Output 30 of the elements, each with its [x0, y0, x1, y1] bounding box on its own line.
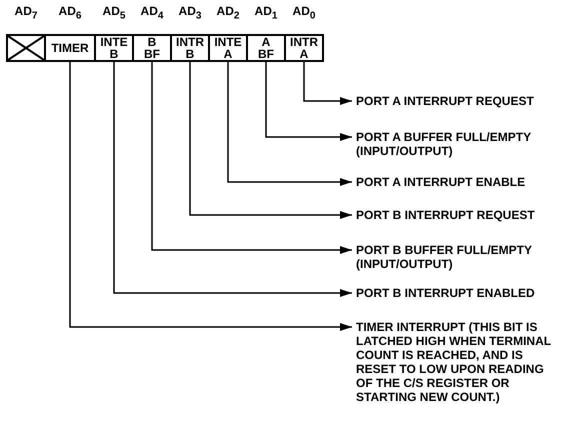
- bit-number-label: AD$_{7}$: [14, 4, 38, 22]
- bit-number-label: AD$_{3}$: [178, 4, 202, 22]
- register-bit-cell: B BF: [132, 34, 172, 62]
- bit-description: PORT B INTERRUPT ENABLED: [356, 286, 556, 300]
- bit-description: PORT B BUFFER FULL/EMPTY (INPUT/OUTPUT): [356, 243, 556, 271]
- leader-arrow: [151, 62, 352, 254]
- bit-description: PORT A BUFFER FULL/EMPTY (INPUT/OUTPUT): [356, 130, 556, 158]
- leader-arrow: [227, 62, 352, 186]
- register-bit-cell: INTR B: [170, 34, 210, 62]
- bit-description: PORT A INTERRUPT ENABLE: [356, 175, 556, 189]
- bit-number-label: AD$_{6}$: [58, 4, 82, 22]
- leader-arrow: [303, 62, 352, 105]
- leader-arrow: [113, 62, 352, 297]
- bit-number-label: AD$_{2}$: [216, 4, 240, 22]
- leader-arrow: [189, 62, 352, 219]
- register-bit-cell: INTE B: [94, 34, 134, 62]
- bit-number-label: AD$_{5}$: [102, 4, 126, 22]
- register-bit-cell: INTE A: [208, 34, 248, 62]
- bit-number-label: AD$_{1}$: [254, 4, 278, 22]
- unused-bit-cell: [6, 34, 46, 62]
- register-bit-cell: TIMER: [44, 34, 96, 62]
- register-bit-cell: A BF: [246, 34, 286, 62]
- bit-description: PORT B INTERRUPT REQUEST: [356, 208, 556, 222]
- bit-description: TIMER INTERRUPT (THIS BIT IS LATCHED HIGH WHEN TERMINAL COUNT IS REACHED, AND IS RESET TO LOW UPON READING OF THE C/S REGISTER OR STARTING NEW COUNT.): [356, 320, 552, 404]
- leader-arrow: [265, 62, 352, 141]
- register-bit-cell: INTR A: [284, 34, 324, 62]
- bit-number-label: AD$_{4}$: [140, 4, 164, 22]
- leader-arrow: [69, 62, 352, 331]
- bit-description: PORT A INTERRUPT REQUEST: [356, 94, 556, 108]
- bit-number-label: AD$_{0}$: [292, 4, 316, 22]
